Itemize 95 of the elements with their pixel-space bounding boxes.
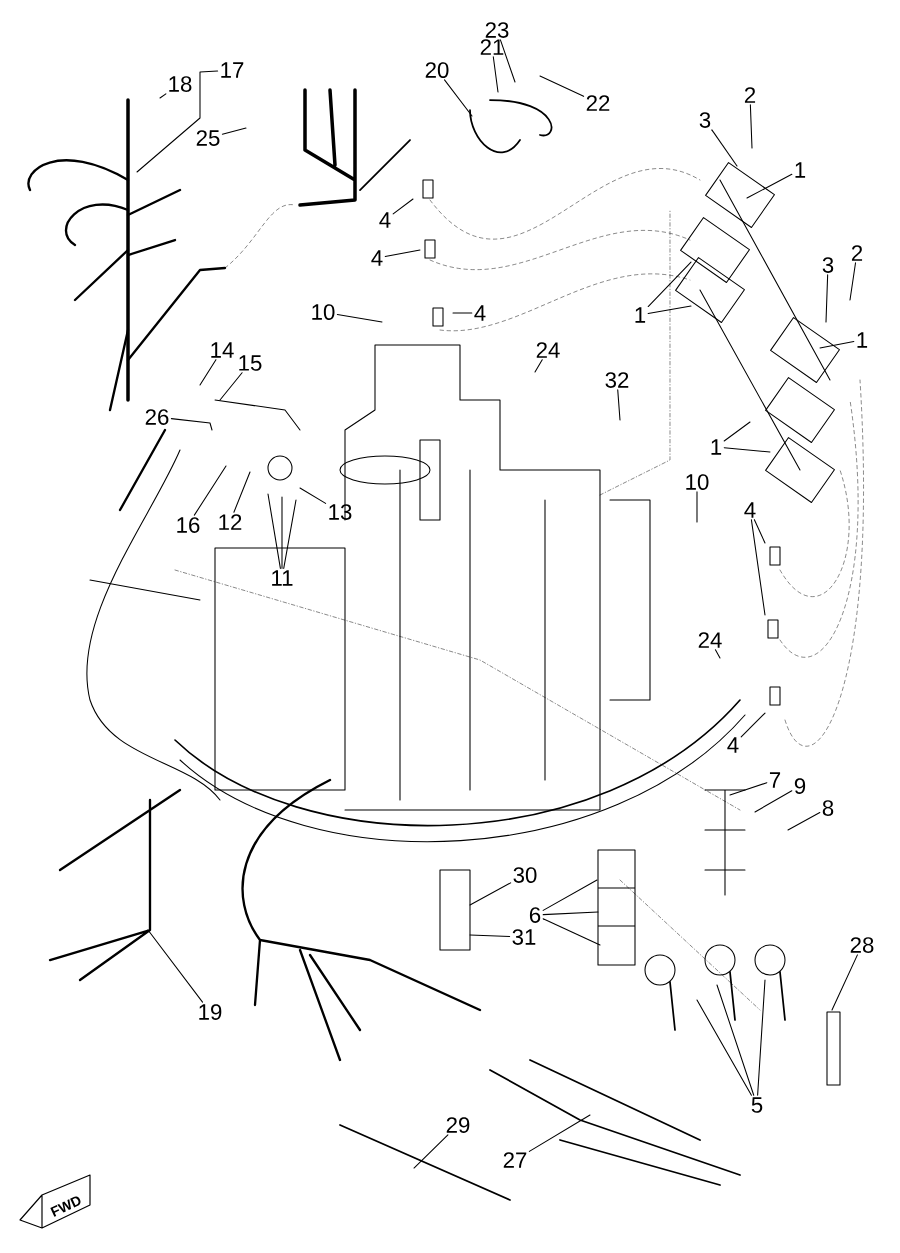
leader-line xyxy=(413,1134,449,1169)
leader-line xyxy=(746,173,793,199)
callout-number: 29 xyxy=(446,1117,470,1133)
callout-number: 17 xyxy=(221,62,244,78)
leader-line xyxy=(542,911,599,916)
callout-number: 3 xyxy=(699,112,711,128)
callout-number: 8 xyxy=(822,800,834,816)
callout-number: 30 xyxy=(513,867,537,883)
callout-number: 6 xyxy=(529,907,541,923)
leader-line xyxy=(469,882,512,906)
callout-number: 25 xyxy=(196,130,220,146)
leader-line xyxy=(384,249,421,257)
callout-number: 4 xyxy=(744,502,756,518)
leader-line xyxy=(299,487,327,504)
leader-line xyxy=(819,341,855,349)
leader-line xyxy=(740,712,766,738)
callout-number: 26 xyxy=(145,409,169,425)
leader-line xyxy=(647,305,692,315)
callout-number: 7 xyxy=(769,772,781,788)
callout-number: 3 xyxy=(822,257,834,273)
callout-number: 21 xyxy=(480,39,504,55)
callout-number: 5 xyxy=(751,1097,763,1113)
callout-number: 4 xyxy=(474,305,486,321)
leader-line xyxy=(749,104,753,149)
leader-line xyxy=(729,782,768,796)
callout-number: 24 xyxy=(698,632,722,648)
leader-line xyxy=(542,918,601,946)
leader-line xyxy=(159,93,167,99)
callout-number: 16 xyxy=(177,517,200,533)
callout-number: 4 xyxy=(727,737,739,753)
leader-line xyxy=(534,359,543,373)
callout-number: 32 xyxy=(605,372,629,388)
leader-line xyxy=(147,929,204,1003)
leader-line xyxy=(696,999,752,1096)
leader-line xyxy=(199,359,217,386)
leader-line xyxy=(849,262,857,301)
leader-line xyxy=(528,1114,591,1152)
leader-line xyxy=(757,979,766,1096)
callout-number: 14 xyxy=(211,342,234,358)
callout-number: 28 xyxy=(850,937,874,953)
callout-number: 12 xyxy=(219,514,242,530)
leader-line xyxy=(221,127,247,135)
callout-number: 31 xyxy=(512,929,536,945)
leader-line xyxy=(539,75,585,97)
leader-line xyxy=(336,313,383,323)
leader-line xyxy=(233,471,251,513)
leader-line xyxy=(723,447,771,453)
leader-line xyxy=(281,496,283,569)
callout-number: 1 xyxy=(635,307,646,323)
callout-number: 2 xyxy=(851,245,863,261)
callout-number: 10 xyxy=(312,304,335,320)
callout-number: 10 xyxy=(686,474,709,490)
leader-line xyxy=(469,934,511,937)
callout-number: 24 xyxy=(536,342,560,358)
leader-line xyxy=(711,129,738,167)
leader-line xyxy=(825,274,829,323)
callout-number: 4 xyxy=(379,212,391,228)
callout-number: 13 xyxy=(329,504,352,520)
leader-line xyxy=(444,79,473,117)
leader-line xyxy=(716,984,755,1096)
callout-number: 19 xyxy=(199,1004,222,1020)
leader-line xyxy=(219,372,243,401)
callout-number: 1 xyxy=(857,332,868,348)
leader-line xyxy=(714,649,721,659)
leader-line xyxy=(750,519,766,616)
callout-number: 1 xyxy=(795,162,806,178)
callout-number: 2 xyxy=(744,87,756,103)
leader-line xyxy=(499,39,516,83)
leader-line xyxy=(696,491,698,523)
leader-line xyxy=(787,812,821,831)
leader-line xyxy=(542,879,598,911)
leader-line xyxy=(193,465,227,516)
leader-line xyxy=(283,499,297,569)
leader-line xyxy=(754,790,793,813)
leader-line xyxy=(392,198,414,215)
leader-line xyxy=(753,519,766,544)
callout-number: 23 xyxy=(485,22,509,38)
callout-number: 4 xyxy=(371,250,383,266)
leader-line xyxy=(647,261,692,308)
leader-line xyxy=(267,493,281,569)
callout-number: 18 xyxy=(169,76,192,92)
leader-line xyxy=(136,70,219,173)
leader-line xyxy=(723,421,751,442)
callout-number: 9 xyxy=(794,778,806,794)
callout-number: 11 xyxy=(272,570,293,586)
callout-number: 22 xyxy=(586,95,610,111)
callout-number: 1 xyxy=(711,439,722,455)
leader-line xyxy=(492,56,499,93)
leader-line xyxy=(831,954,858,1011)
leader-line xyxy=(617,389,621,421)
callout-number: 27 xyxy=(503,1152,527,1168)
callout-number: 20 xyxy=(425,62,449,78)
leader-line xyxy=(452,312,473,314)
leader-line xyxy=(170,418,213,431)
callout-number: 15 xyxy=(239,355,262,371)
